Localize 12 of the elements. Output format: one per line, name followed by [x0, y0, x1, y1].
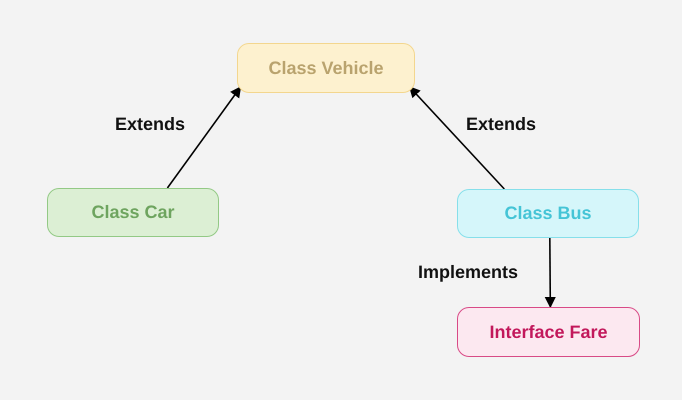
- edge-label: Implements: [416, 262, 520, 283]
- class-box: [47, 188, 219, 237]
- class-name: Class Car: [91, 202, 175, 223]
- arrow: [544, 238, 556, 308]
- class-box: [237, 43, 415, 93]
- class-name: Class Vehicle: [268, 58, 384, 78]
- arrow: [408, 86, 505, 190]
- class-box: [457, 307, 640, 357]
- class-name: Interface Fare: [489, 322, 608, 342]
- class-box: [457, 189, 639, 238]
- class-name: Class Bus: [504, 203, 592, 224]
- arrow: [166, 86, 242, 188]
